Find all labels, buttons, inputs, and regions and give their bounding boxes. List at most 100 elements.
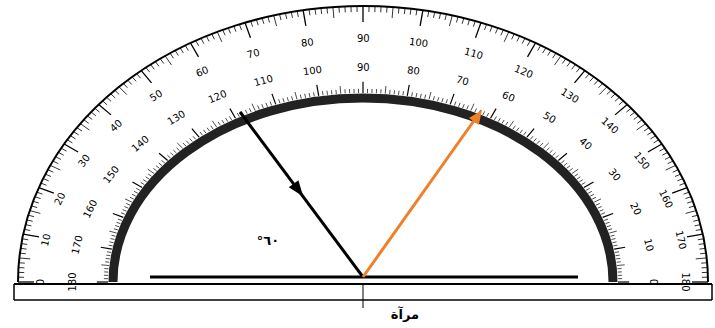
scale-tick bbox=[151, 65, 155, 70]
scale-tick bbox=[368, 6, 369, 12]
scale-tick bbox=[272, 94, 276, 105]
scale-tick bbox=[572, 65, 576, 70]
scale-tick bbox=[618, 278, 622, 279]
scale-tick bbox=[599, 210, 603, 212]
scale-tick bbox=[439, 13, 440, 19]
scale-tick bbox=[438, 97, 439, 101]
scale-tick bbox=[126, 203, 130, 205]
scale-tick bbox=[626, 108, 631, 112]
scale-tick bbox=[256, 20, 258, 26]
scale-tick bbox=[695, 225, 701, 226]
scale-tick bbox=[498, 118, 500, 122]
scale-tick bbox=[644, 128, 649, 131]
scale-tick bbox=[212, 34, 215, 39]
scale-ticks bbox=[18, 6, 708, 282]
scale-tick bbox=[523, 132, 526, 135]
scale-tick bbox=[218, 122, 220, 125]
scale-tick bbox=[538, 45, 541, 50]
incident-ray bbox=[240, 112, 363, 277]
scale-tick bbox=[45, 174, 51, 176]
scale-tick bbox=[313, 92, 315, 96]
scale-tick bbox=[673, 170, 678, 172]
scale-tick bbox=[702, 277, 708, 278]
scale-tick bbox=[190, 138, 193, 141]
scale-tick bbox=[411, 92, 413, 96]
scale-tick bbox=[280, 14, 281, 20]
base-end bbox=[711, 284, 713, 300]
scale-tick bbox=[114, 229, 118, 230]
scale-tick bbox=[106, 255, 110, 257]
scale-tick bbox=[491, 109, 497, 119]
scale-tick bbox=[601, 213, 605, 215]
scale-tick bbox=[647, 132, 652, 135]
scale-tick bbox=[416, 9, 418, 15]
scale-tick bbox=[567, 62, 571, 67]
scale-tick bbox=[615, 105, 627, 115]
scale-tick bbox=[115, 226, 119, 227]
inner-scale-number: 100 bbox=[303, 65, 323, 77]
scale-tick bbox=[113, 214, 124, 218]
scale-tick bbox=[22, 238, 28, 240]
scale-tick bbox=[173, 150, 176, 153]
scale-tick bbox=[155, 62, 159, 67]
scale-tick bbox=[476, 23, 481, 38]
scale-tick bbox=[473, 21, 475, 27]
scale-tick bbox=[611, 94, 615, 98]
scale-tick bbox=[124, 207, 128, 209]
scale-tick bbox=[483, 111, 485, 115]
inner-scale-number: 10 bbox=[642, 237, 655, 252]
scale-tick bbox=[362, 6, 363, 22]
scale-tick bbox=[702, 272, 708, 273]
scale-tick bbox=[567, 166, 570, 169]
scale-tick bbox=[433, 96, 434, 100]
scale-tick bbox=[21, 248, 27, 250]
inner-scale-number: 170 bbox=[70, 234, 84, 255]
scale-tick bbox=[134, 191, 138, 193]
scale-tick bbox=[650, 136, 655, 139]
scale-tick bbox=[119, 87, 127, 95]
scale-tick bbox=[21, 243, 27, 245]
scale-tick bbox=[471, 104, 474, 111]
scale-tick bbox=[19, 257, 30, 259]
scale-tick bbox=[170, 153, 173, 156]
outer-scale-number: 20 bbox=[53, 191, 68, 207]
scale-tick bbox=[668, 161, 673, 164]
scale-tick bbox=[226, 118, 228, 122]
scale-tick bbox=[528, 43, 536, 57]
scale-tick bbox=[696, 229, 702, 230]
scale-tick bbox=[594, 199, 601, 202]
scale-tick bbox=[630, 112, 635, 116]
scale-tick bbox=[702, 267, 708, 268]
inner-band bbox=[113, 98, 613, 282]
scale-tick bbox=[677, 179, 683, 181]
scale-tick bbox=[121, 213, 125, 215]
scale-tick bbox=[274, 15, 277, 26]
scale-tick bbox=[449, 15, 452, 26]
scale-tick bbox=[586, 188, 590, 190]
inner-scale-number: 50 bbox=[541, 110, 557, 125]
inner-scale-number: 0 bbox=[648, 279, 658, 285]
scale-tick bbox=[504, 32, 509, 42]
scale-tick bbox=[39, 188, 54, 193]
scale-tick bbox=[292, 96, 293, 100]
outer-scale-number: 100 bbox=[409, 36, 429, 48]
scale-tick bbox=[442, 98, 443, 102]
scale-tick bbox=[522, 38, 525, 43]
inner-scale-number: 150 bbox=[102, 164, 122, 185]
scale-tick bbox=[110, 238, 114, 240]
scale-tick bbox=[41, 183, 47, 185]
outer-scale-number: 30 bbox=[76, 152, 92, 168]
scale-tick bbox=[490, 26, 492, 32]
outer-scale-number: 50 bbox=[148, 88, 164, 103]
scale-tick bbox=[607, 90, 611, 94]
scale-tick bbox=[619, 101, 624, 105]
scale-tick bbox=[445, 14, 446, 20]
scale-tick bbox=[101, 264, 109, 266]
scale-tick bbox=[561, 160, 564, 163]
scale-tick bbox=[392, 7, 394, 18]
scale-tick bbox=[665, 157, 670, 160]
scale-tick bbox=[252, 104, 255, 111]
scale-tick bbox=[104, 275, 108, 276]
scale-tick bbox=[177, 148, 180, 151]
scale-tick bbox=[43, 179, 49, 181]
